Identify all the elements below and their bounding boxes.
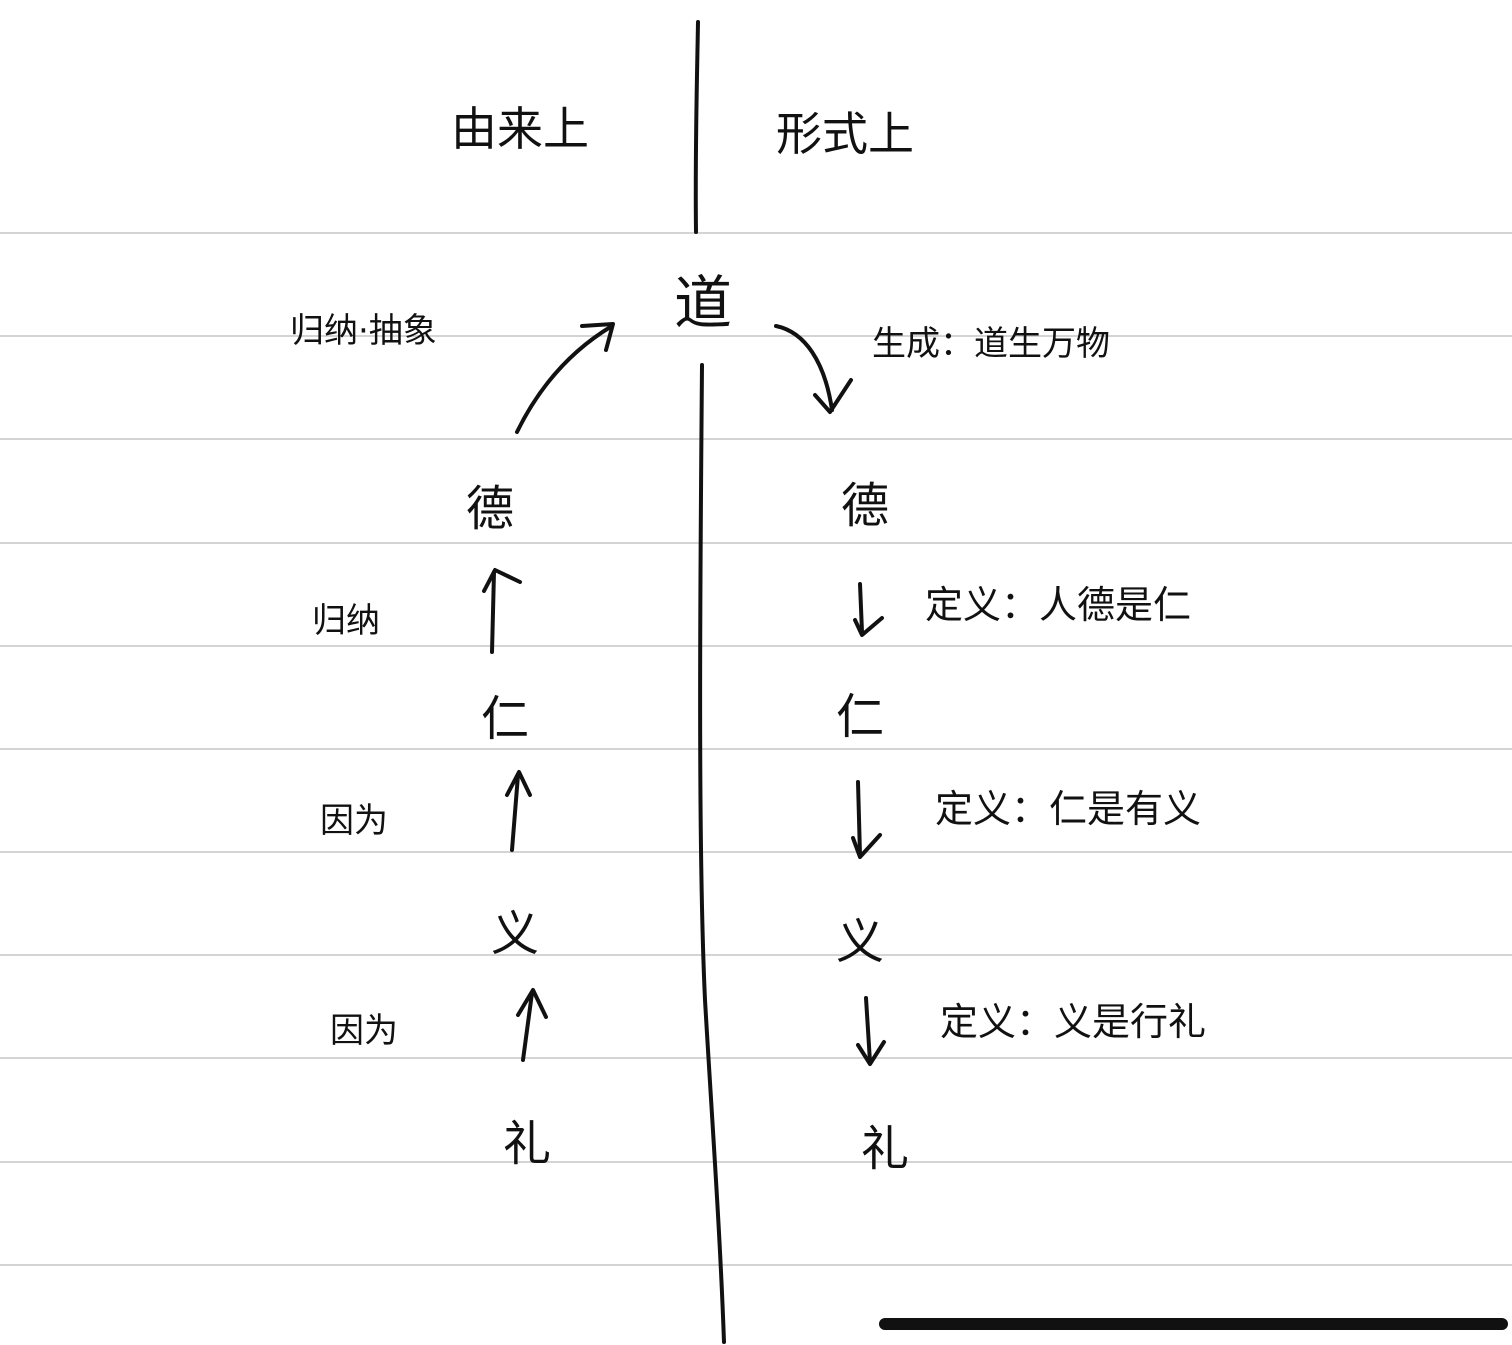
right-node-li: 礼: [861, 1121, 909, 1177]
left-header: 由来上: [451, 102, 589, 156]
home-indicator[interactable]: [879, 1318, 1508, 1330]
node-dao: 道: [674, 269, 732, 337]
right-edge-label-3: 定义：义是行礼: [940, 1000, 1206, 1044]
left-edge-label-1: 归纳: [312, 601, 380, 641]
right-down-arrow-3: [856, 996, 886, 1066]
left-top-annotation: 归纳·抽象: [290, 311, 437, 351]
left-edge-label-3: 因为: [330, 1011, 398, 1051]
right-node-de: 德: [841, 478, 889, 534]
left-up-arrow-3: [516, 988, 548, 1062]
right-edge-label-1: 定义：人德是仁: [925, 583, 1191, 627]
right-down-arrow-2: [851, 780, 882, 859]
divider-main: [698, 363, 726, 1344]
left-node-li: 礼: [503, 1116, 551, 1172]
ruled-lines: [0, 232, 1512, 1266]
left-up-arrow-2: [505, 770, 532, 852]
right-down-arrow-1: [853, 582, 884, 637]
right-header: 形式上: [776, 107, 914, 161]
right-node-ren: 仁: [836, 689, 884, 745]
left-edge-label-2: 因为: [320, 801, 388, 841]
left-node-ren: 仁: [481, 691, 529, 747]
right-top-annotation: 生成：道生万物: [872, 324, 1110, 364]
left-node-yi: 义: [491, 906, 539, 962]
right-curved-arrow: [774, 324, 853, 414]
left-node-de: 德: [466, 481, 514, 537]
left-up-arrow-1: [482, 568, 522, 654]
right-edge-label-2: 定义：仁是有义: [935, 787, 1201, 831]
left-curved-arrow: [515, 322, 615, 434]
right-node-yi: 义: [836, 914, 884, 970]
divider-top: [693, 20, 700, 234]
